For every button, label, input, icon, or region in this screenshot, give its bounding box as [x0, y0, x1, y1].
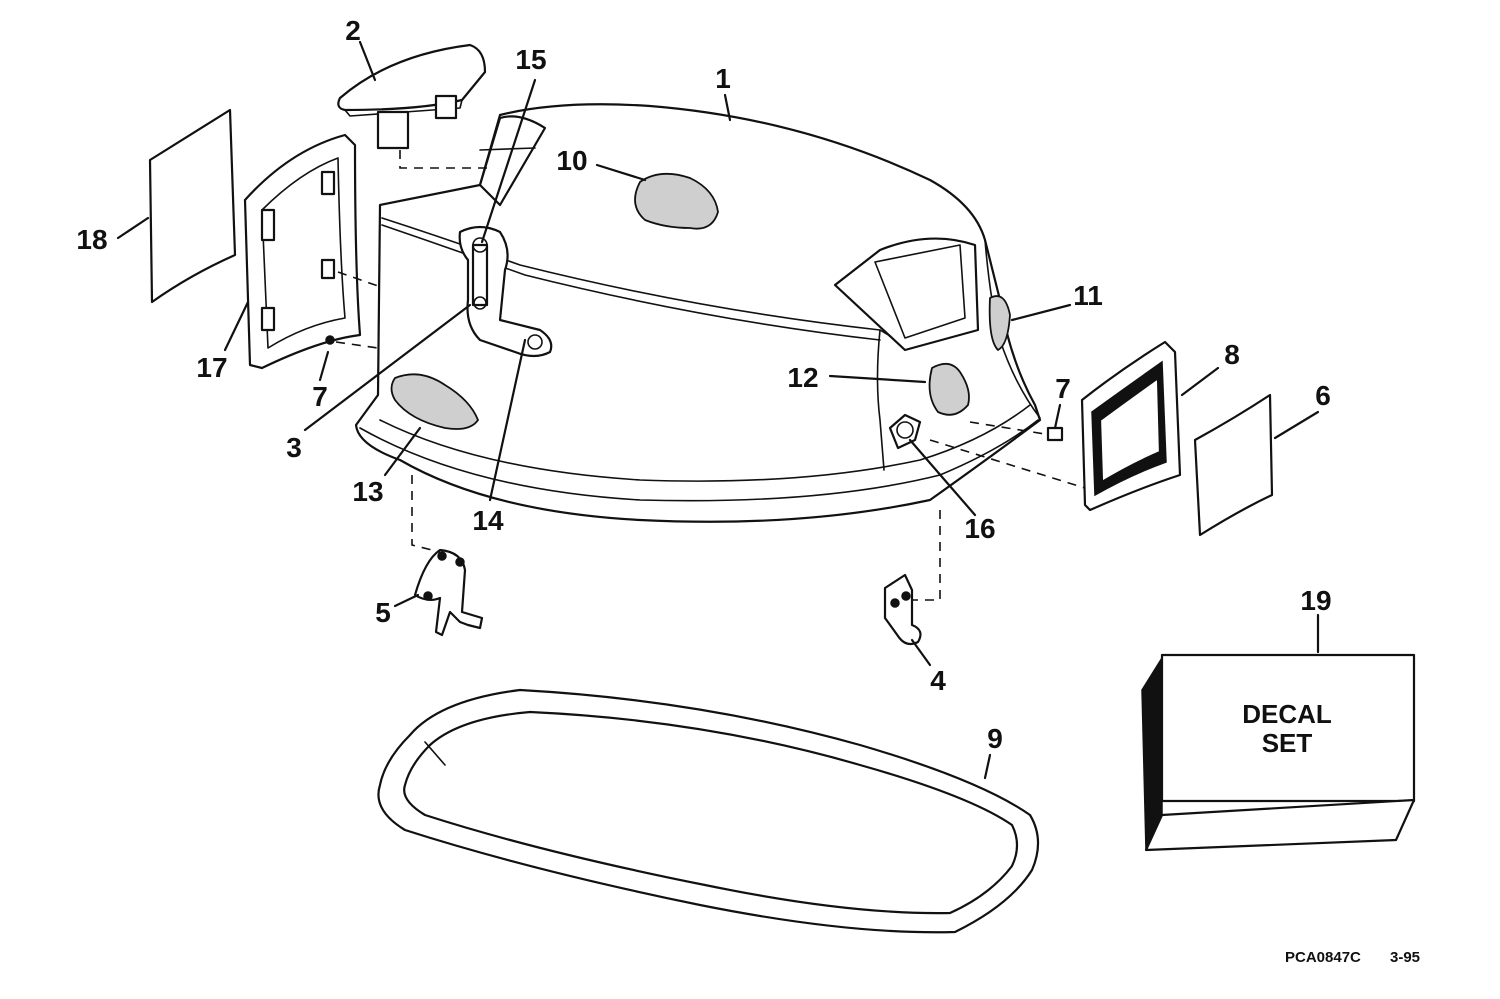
callout-9: 9: [987, 723, 1003, 754]
side-frame-17: [243, 133, 362, 370]
callout-3: 3: [286, 432, 302, 463]
bracket-4: [883, 573, 922, 646]
callout-14: 14: [472, 505, 504, 536]
drawing-code: PCA0847C: [1285, 949, 1361, 966]
side-frame-8: [1080, 340, 1182, 512]
callout-11: 11: [1073, 280, 1103, 311]
callout-12: 12: [787, 362, 818, 393]
engine-cover: [354, 103, 1042, 523]
callout-7-left: 7: [312, 381, 328, 412]
leader-lines: [116, 40, 1320, 780]
callout-16: 16: [964, 513, 995, 544]
callout-10: 10: [556, 145, 587, 176]
callout-4: 4: [930, 665, 946, 696]
decal-box-line2: SET: [1262, 728, 1313, 758]
seal-9: [377, 688, 1040, 934]
decal-18: [148, 108, 237, 304]
foam-pad-11: [988, 295, 1011, 352]
decal-set-box: DECAL SET: [1141, 653, 1416, 852]
screw-7-left: [325, 335, 379, 349]
decal-box-line1: DECAL: [1242, 699, 1332, 729]
decal-6: [1193, 393, 1274, 537]
callout-1: 1: [715, 63, 731, 94]
callout-2: 2: [345, 15, 361, 46]
foam-pad-13: [390, 373, 480, 430]
callout-5: 5: [375, 597, 391, 628]
callout-7-right: 7: [1055, 373, 1071, 404]
bracket-5: [413, 548, 484, 637]
callout-8: 8: [1224, 339, 1240, 370]
callout-17: 17: [196, 352, 227, 383]
callout-6: 6: [1315, 380, 1331, 411]
screw-16: [888, 413, 922, 450]
callout-15: 15: [515, 44, 546, 75]
drawing-date: 3-95: [1390, 949, 1420, 966]
top-cover: [337, 43, 487, 150]
foam-pad-10: [634, 172, 719, 230]
callout-19: 19: [1300, 585, 1331, 616]
latch-bracket: [458, 225, 553, 358]
foam-pad-12: [928, 362, 970, 416]
callout-13: 13: [352, 476, 383, 507]
callout-18: 18: [76, 224, 107, 255]
